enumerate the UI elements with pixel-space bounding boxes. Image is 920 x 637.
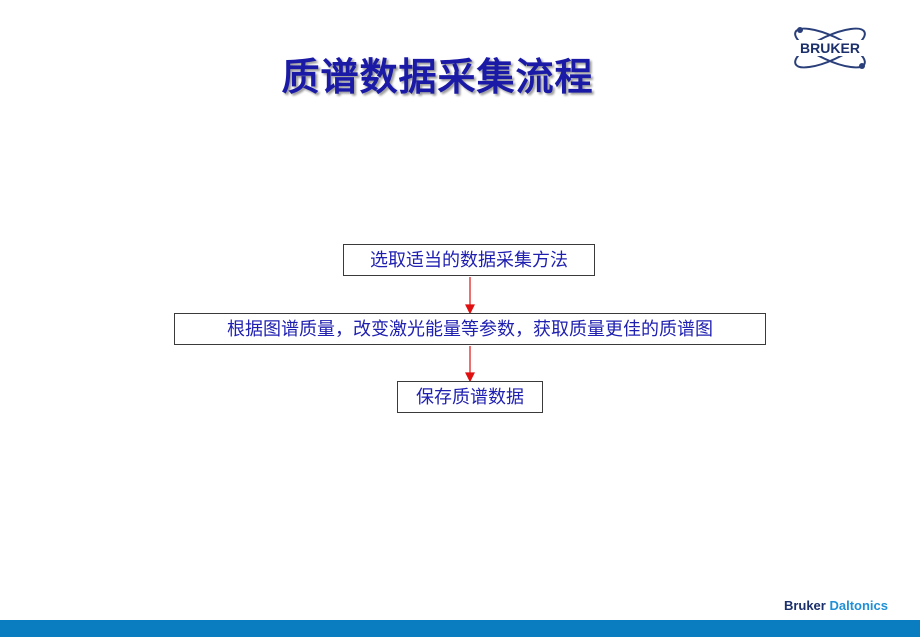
flow-step-adjust-parameters: 根据图谱质量，改变激光能量等参数，获取质量更佳的质谱图 xyxy=(174,313,766,345)
logo-text: BRUKER xyxy=(800,40,860,56)
flow-step-select-method: 选取适当的数据采集方法 xyxy=(343,244,595,276)
arrowhead-step1-step2 xyxy=(465,304,475,315)
flow-step-save-data: 保存质谱数据 xyxy=(397,381,543,413)
footer-bar xyxy=(0,620,920,637)
slide-title: 质谱数据采集流程 xyxy=(281,55,594,99)
footer-brand: Bruker Daltonics xyxy=(784,598,888,613)
bruker-logo: BRUKER xyxy=(780,22,880,74)
arrowhead-step2-step3 xyxy=(465,372,475,383)
footer-brand-bruker: Bruker xyxy=(783,598,826,613)
footer-brand-daltonics: Daltonics xyxy=(829,598,888,613)
